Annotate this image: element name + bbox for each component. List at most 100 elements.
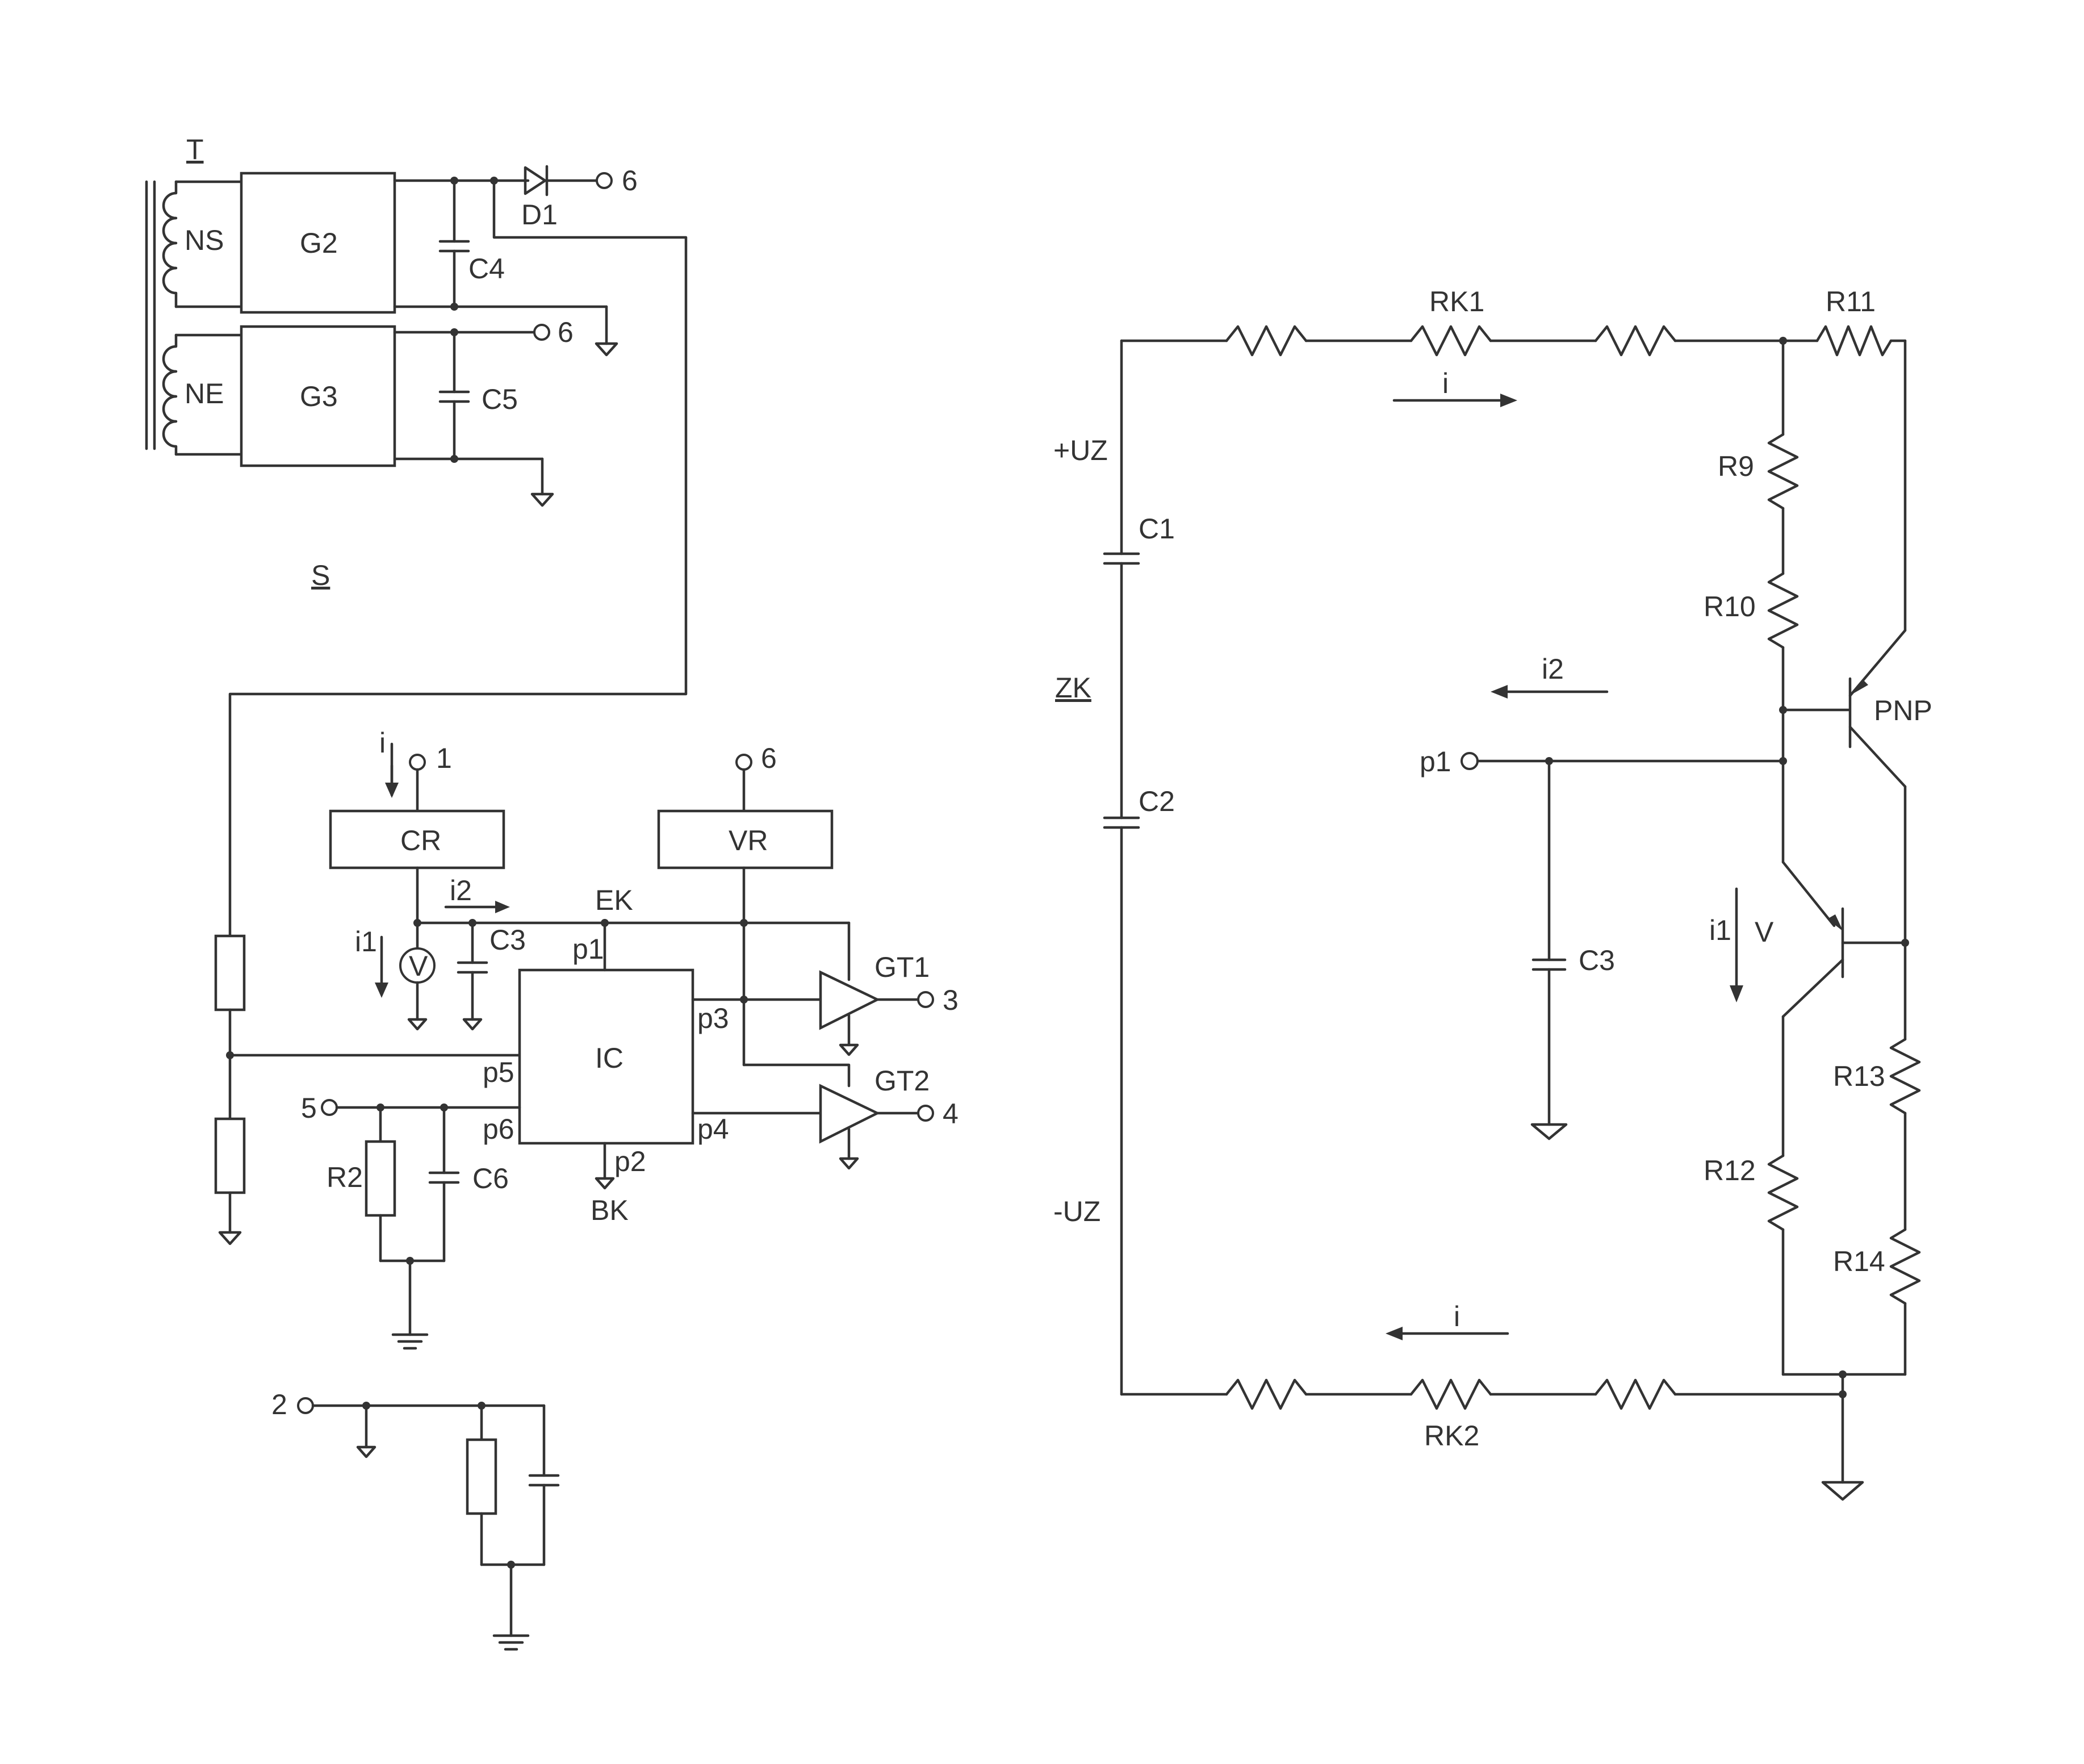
driver-gt1-label: GT1 <box>874 951 930 983</box>
arrow-i1-head <box>375 983 388 998</box>
transistor-npn-emitter <box>1783 960 1843 1017</box>
pin-p1-label: p1 <box>572 933 604 965</box>
terminal-5 <box>322 1100 337 1115</box>
divider-resistor-top <box>216 936 244 1010</box>
ground-symbol <box>220 1232 240 1244</box>
winding-ne-label: NE <box>185 378 224 409</box>
resistor-r9 <box>1769 434 1797 508</box>
block-vr-label: VR <box>729 825 768 856</box>
ground-symbol <box>409 1019 426 1029</box>
capacitor-c5-label: C5 <box>482 383 518 415</box>
ground-symbol <box>1532 1125 1566 1139</box>
resistor-r11 <box>1817 327 1891 355</box>
terminal-3-label: 3 <box>943 984 959 1016</box>
current-i2-label: i2 <box>450 875 472 906</box>
arrow-i1-head <box>1730 985 1743 1002</box>
resistor-rk1-label: RK1 <box>1429 286 1484 317</box>
left-circuit: T NS NE G2 G3 C4 <box>147 133 959 1649</box>
junction-dot <box>740 996 748 1004</box>
ground-symbol <box>596 1178 613 1188</box>
resistor-rk1-a <box>1227 327 1306 355</box>
current-i-top-label: i <box>1442 367 1449 399</box>
driver-gt2-label: GT2 <box>874 1065 930 1097</box>
transformer-label: T <box>186 133 204 165</box>
ground-symbol <box>840 1159 857 1168</box>
current-i-label: i <box>379 727 386 759</box>
pin-p6-label: p6 <box>483 1113 514 1145</box>
arrow-i2-head <box>495 901 510 913</box>
node-ek-label: EK <box>595 884 633 916</box>
capacitor-c4-label: C4 <box>468 253 505 285</box>
resistor-rk2-b <box>1411 1380 1491 1408</box>
current-i1-label: i1 <box>355 926 377 958</box>
resistor-r9-label: R9 <box>1718 450 1754 482</box>
pin-p5-label: p5 <box>483 1056 514 1088</box>
terminal-2-label: 2 <box>271 1389 287 1420</box>
transistor-pnp-arrow <box>1852 679 1868 694</box>
arrow-i-top-head <box>1500 394 1517 407</box>
voltage-v-label: V <box>1755 916 1774 948</box>
resistor-r11-label: R11 <box>1826 286 1876 317</box>
transistor-pnp-label: PNP <box>1874 695 1932 726</box>
ground-symbol <box>358 1447 375 1457</box>
junction-dot <box>450 455 458 463</box>
resistor-r14-label: R14 <box>1833 1245 1885 1277</box>
resistor-rk2-a <box>1227 1380 1306 1408</box>
ground-symbol <box>596 344 617 355</box>
ground-symbol <box>532 494 553 505</box>
chip-ic-label: IC <box>595 1042 623 1074</box>
junction-dot <box>450 303 458 311</box>
resistor-rk2-c <box>1596 1380 1675 1408</box>
terminal-5-label: 5 <box>301 1092 317 1124</box>
capacitor-c1-label: C1 <box>1139 513 1175 545</box>
arrow-i-head <box>385 783 399 798</box>
capacitor-c3-label: C3 <box>1579 944 1615 976</box>
capacitor-c3-label: C3 <box>489 924 526 956</box>
resistor-rk1-b <box>1411 327 1491 355</box>
current-i1-label: i1 <box>1709 914 1731 946</box>
resistor-rk2-label: RK2 <box>1424 1420 1479 1452</box>
resistor-r10 <box>1769 574 1797 647</box>
winding-ne-coil <box>164 335 176 454</box>
terminal-6-mid-label: 6 <box>558 316 574 348</box>
terminal-1-label: 1 <box>436 742 452 774</box>
transformer: T NS NE <box>147 133 241 454</box>
resistor-r10-label: R10 <box>1704 591 1756 622</box>
right-circuit: RK1 i R11 R9 R10 PNP i2 p1 <box>1053 286 1932 1499</box>
terminal-6-top <box>597 173 612 188</box>
wire-vr-to-gt2 <box>744 1065 849 1086</box>
terminal-6-top-label: 6 <box>622 165 638 197</box>
section-s-label: S <box>311 559 330 591</box>
terminal-2 <box>298 1398 313 1413</box>
winding-ns-label: NS <box>185 224 224 256</box>
block-g3-label: G3 <box>300 381 338 412</box>
pin-p4-label: p4 <box>697 1113 729 1145</box>
resistor-r14 <box>1891 1230 1919 1303</box>
divider-resistor-bottom <box>216 1119 244 1193</box>
node-p1-terminal <box>1462 753 1478 769</box>
terminal-6-vr-label: 6 <box>761 742 777 774</box>
resistor-r13 <box>1891 1039 1919 1113</box>
resistor-r2-label: R2 <box>327 1161 363 1193</box>
voltmeter-v-label: V <box>409 950 428 982</box>
terminal-6-vr <box>736 755 751 770</box>
transistor-npn-arrow <box>1827 914 1843 931</box>
capacitor-c6-label: C6 <box>472 1163 509 1194</box>
transistor-npn-collector <box>1783 862 1834 926</box>
block-g2-label: G2 <box>300 227 338 259</box>
current-i2-label: i2 <box>1542 653 1564 685</box>
ground-symbol <box>1823 1482 1863 1499</box>
plus-uz-label: +UZ <box>1053 434 1108 466</box>
resistor-r12-label: R12 <box>1704 1155 1756 1186</box>
current-i-bottom-label: i <box>1454 1301 1460 1332</box>
block-cr-label: CR <box>400 825 441 856</box>
pin-p3-label: p3 <box>697 1002 729 1034</box>
junction-dot <box>740 919 748 927</box>
diode-d1-label: D1 <box>521 199 558 231</box>
arrow-i2-head <box>1491 685 1508 699</box>
capacitor-c2-label: C2 <box>1139 785 1175 817</box>
winding-ns-coil <box>164 182 176 307</box>
arrow-i-bottom-head <box>1386 1327 1403 1340</box>
